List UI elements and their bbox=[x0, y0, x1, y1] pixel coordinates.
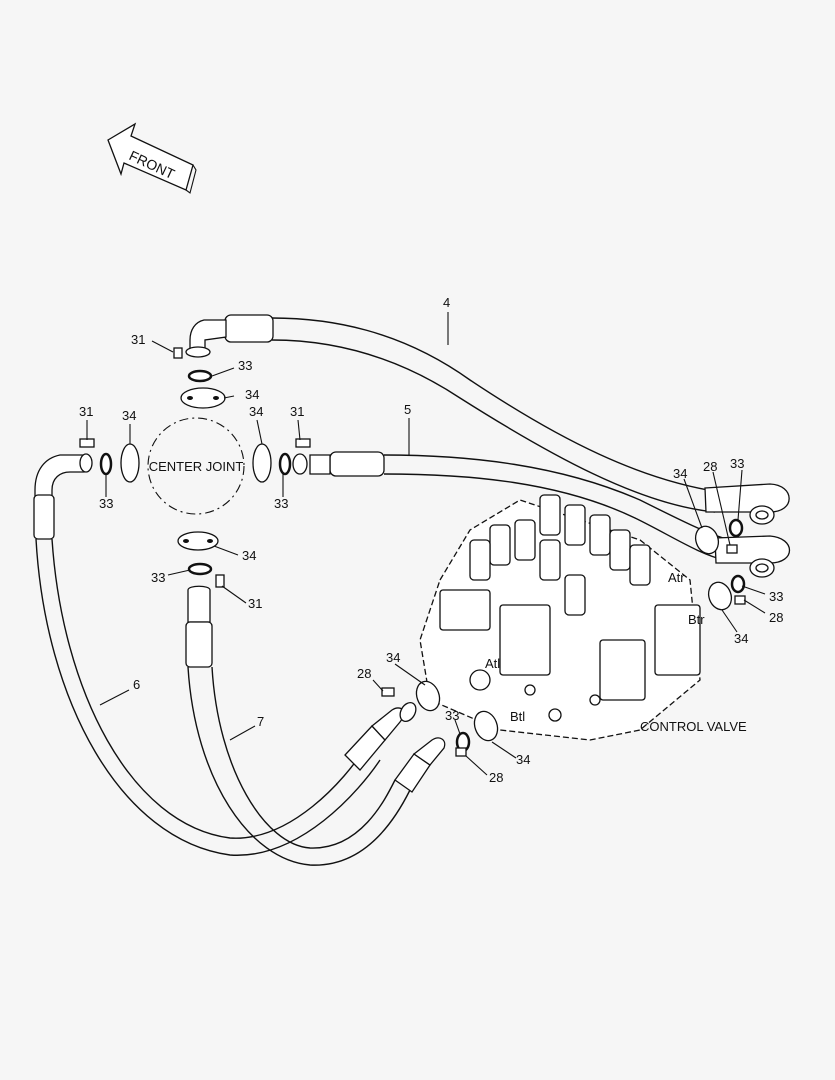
center-joint-label: CENTER JOINT bbox=[149, 459, 244, 474]
callout-right-bolt: 31 bbox=[290, 404, 304, 419]
callout-atl-flange: 34 bbox=[386, 650, 400, 665]
callout-right-oring: 33 bbox=[274, 496, 288, 511]
port-btl: Btl bbox=[510, 709, 525, 724]
callout-atr-bolt: 28 bbox=[703, 459, 717, 474]
callout-top-flange: 34 bbox=[245, 387, 259, 402]
callout-bottom-oring: 33 bbox=[151, 570, 165, 585]
leader-lines bbox=[86, 312, 766, 776]
callout-btr-bolt: 28 bbox=[769, 610, 783, 625]
center-joint-fittings bbox=[79, 347, 311, 588]
valve-fittings bbox=[381, 518, 746, 757]
callout-atr-oring: 33 bbox=[730, 456, 744, 471]
callout-left-bolt: 31 bbox=[79, 404, 93, 419]
port-btr: Btr bbox=[688, 612, 705, 627]
front-arrow: FRONT bbox=[107, 122, 197, 194]
callout-hose-5: 5 bbox=[404, 402, 411, 417]
callout-hose-7: 7 bbox=[257, 714, 264, 729]
callout-hose-6: 6 bbox=[133, 677, 140, 692]
hose-4 bbox=[185, 314, 790, 525]
callout-bottom-bolt: 31 bbox=[248, 596, 262, 611]
callout-top-bolt: 31 bbox=[131, 332, 145, 347]
callout-btl-oring: 33 bbox=[445, 708, 459, 723]
control-valve-label: CONTROL VALVE bbox=[640, 719, 747, 734]
callout-left-flange: 34 bbox=[122, 408, 136, 423]
hose-6 bbox=[33, 453, 381, 856]
port-atl: Atl bbox=[485, 656, 500, 671]
port-atr: Atr bbox=[668, 570, 685, 585]
callout-hose-4: 4 bbox=[443, 295, 450, 310]
callout-btr-oring: 33 bbox=[769, 589, 783, 604]
callout-atl-bolt: 28 bbox=[357, 666, 371, 681]
callout-btl-flange: 34 bbox=[516, 752, 530, 767]
hose-7 bbox=[185, 585, 411, 866]
callout-bottom-flange: 34 bbox=[242, 548, 256, 563]
callout-right-flange: 34 bbox=[249, 404, 263, 419]
callout-btl-bolt: 28 bbox=[489, 770, 503, 785]
lower-hose-ends bbox=[344, 702, 446, 793]
callout-left-oring: 33 bbox=[99, 496, 113, 511]
callouts: 4 5 6 7 31 33 34 31 34 33 34 31 33 34 33… bbox=[79, 295, 783, 785]
control-valve: CONTROL VALVE Atr Btr Atl Btl bbox=[419, 494, 747, 741]
center-joint: CENTER JOINT bbox=[147, 417, 245, 515]
callout-btr-flange: 34 bbox=[734, 631, 748, 646]
callout-top-oring: 33 bbox=[238, 358, 252, 373]
callout-atr-flange: 34 bbox=[673, 466, 687, 481]
